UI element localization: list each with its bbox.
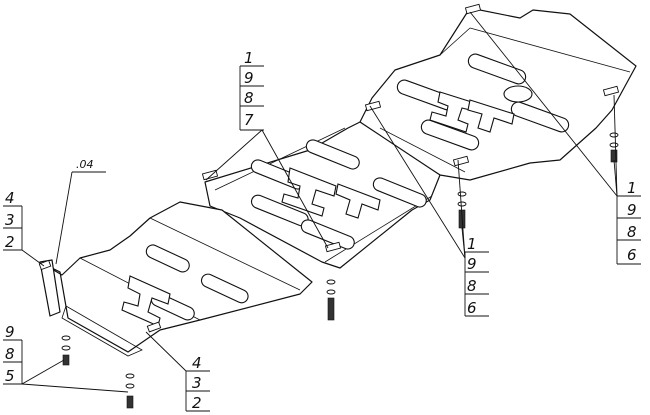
front-skid-plate xyxy=(38,201,313,357)
callout-left-bottom-2: 8 xyxy=(5,345,15,363)
hardware-stack-bottom xyxy=(125,373,135,409)
callout-right-mid-2: 9 xyxy=(467,255,477,273)
callout-right-top: 1 9 8 6 xyxy=(616,179,641,265)
rear-skid-plate xyxy=(359,3,637,181)
callout-right-top-3: 8 xyxy=(627,223,637,241)
callout-bottom-center: 4 3 2 xyxy=(185,354,210,412)
callout-right-top-2: 9 xyxy=(627,201,637,219)
callout-left-top: 4 3 2 xyxy=(3,189,23,251)
callout-bottom-center-3: 2 xyxy=(192,394,202,412)
callout-right-mid-4: 6 xyxy=(467,299,477,317)
callout-top-center-1: 1 xyxy=(244,49,254,67)
hardware-stack-middle xyxy=(326,279,336,321)
callout-top-center-4: 7 xyxy=(244,111,254,129)
callout-left-note-text: .04 xyxy=(76,158,94,171)
callout-bottom-center-1: 4 xyxy=(192,354,202,372)
callout-right-top-1: 1 xyxy=(627,179,637,197)
callout-left-note: .04 xyxy=(72,158,106,173)
callout-bottom-center-2: 3 xyxy=(192,374,202,392)
middle-skid-plate xyxy=(201,121,441,269)
hardware-stack-right xyxy=(609,132,619,163)
callout-left-bottom: 9 8 5 xyxy=(3,323,23,385)
callout-top-center: 1 9 8 7 xyxy=(239,49,264,131)
callout-top-center-3: 8 xyxy=(244,89,254,107)
callout-top-center-2: 9 xyxy=(244,69,254,87)
hardware-stack-left xyxy=(61,335,71,366)
callout-right-top-4: 6 xyxy=(627,246,637,264)
callout-left-bottom-1: 9 xyxy=(5,323,15,341)
leader-lines xyxy=(21,11,618,393)
callout-right-mid-1: 1 xyxy=(467,235,477,253)
callout-left-top-1: 4 xyxy=(5,189,15,207)
callout-left-top-2: 3 xyxy=(5,211,15,229)
callout-left-top-3: 2 xyxy=(5,233,15,251)
callout-right-mid-3: 8 xyxy=(467,277,477,295)
callout-left-bottom-3: 5 xyxy=(5,367,15,385)
callout-right-mid: 1 9 8 6 xyxy=(464,235,489,317)
